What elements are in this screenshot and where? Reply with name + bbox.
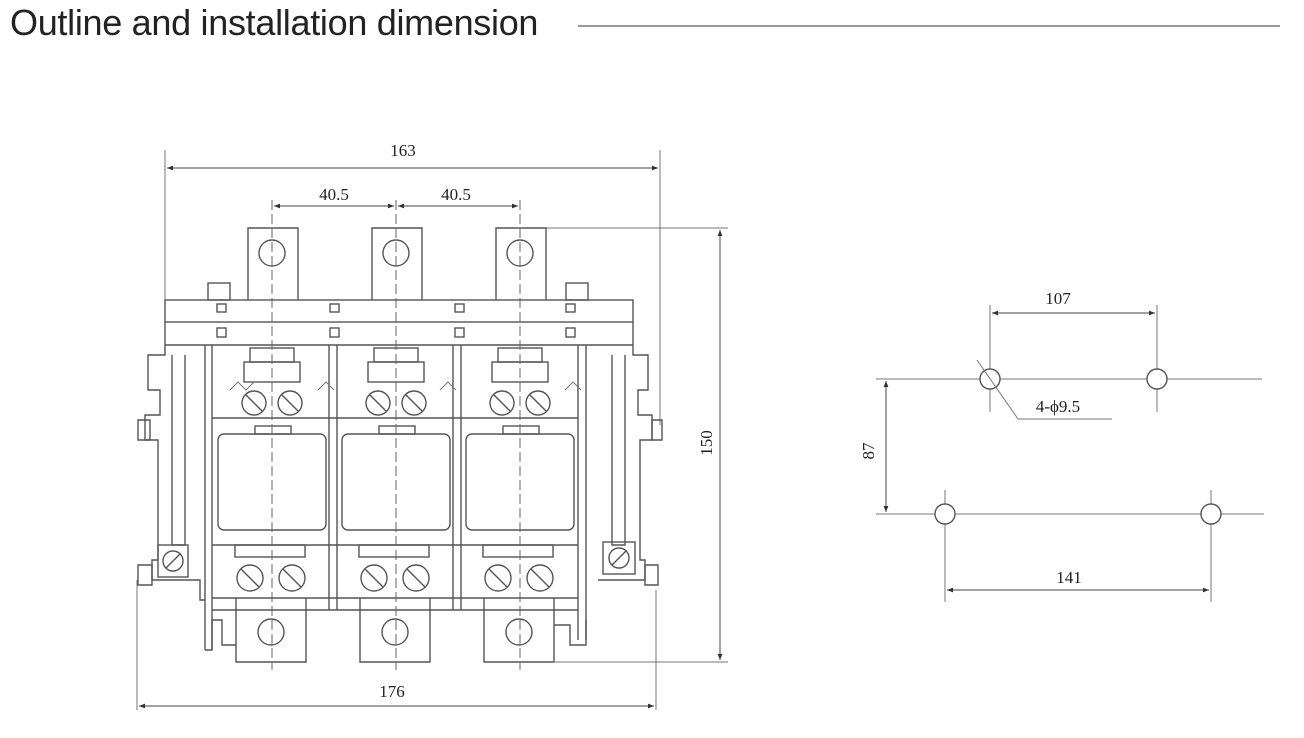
right-side-bracket: [598, 345, 663, 586]
left-side-bracket: [137, 345, 205, 601]
dim-vertical-spacing: 87: [859, 442, 878, 460]
dim-pole-pitch-right: 40.5: [441, 185, 471, 204]
dim-base-width: 176: [379, 682, 405, 701]
lower-screws: [212, 564, 578, 611]
dim-height: 150: [697, 430, 716, 456]
page-title: Outline and installation dimension: [10, 2, 539, 43]
center-lines: [271, 200, 521, 670]
mounting-hole-pattern: 107 87 4-ϕ9.5 141: [859, 289, 1264, 602]
upper-screws: [212, 390, 578, 419]
coils: [212, 425, 578, 558]
mounting-holes: [934, 368, 1222, 525]
dim-overall-width: 163: [390, 141, 416, 160]
front-view: 163 40.5 40.5 150 176: [136, 141, 728, 710]
title-rule: [578, 25, 1280, 27]
top-crossbar: [164, 299, 634, 346]
lower-terminals: [205, 598, 587, 663]
dim-top-spacing: 107: [1045, 289, 1071, 308]
hole-spec-label: 4-ϕ9.5: [1036, 397, 1080, 416]
dim-pole-pitch-left: 40.5: [319, 185, 349, 204]
dim-bottom-spacing: 141: [1056, 568, 1082, 587]
contact-springs: [229, 347, 582, 391]
upper-terminals: [247, 227, 547, 300]
